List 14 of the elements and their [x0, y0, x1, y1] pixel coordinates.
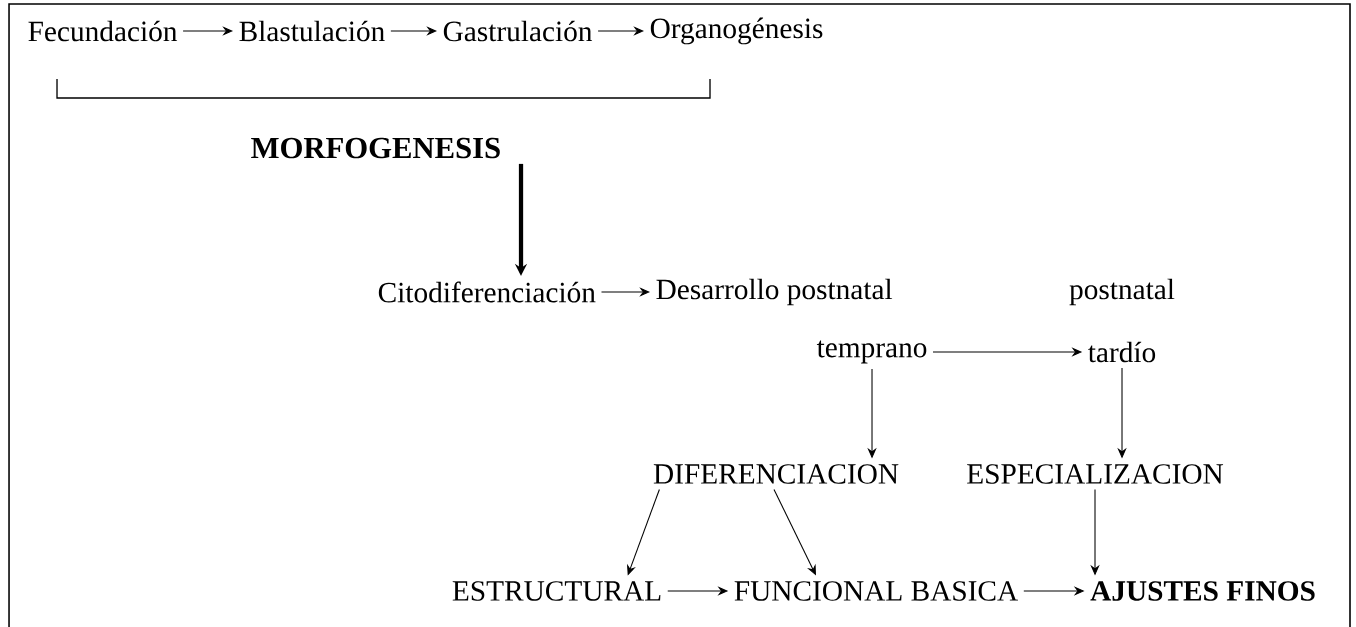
stage-label: Gastrulación: [443, 20, 593, 42]
stage-label: Blastulación: [239, 20, 385, 42]
stage-label: Citodiferenciación: [378, 281, 596, 303]
stage-label: AJUSTES FINOS: [1090, 581, 1315, 601]
stage-label: DIFERENCIACION: [653, 464, 899, 484]
stage-label: temprano: [816, 340, 927, 364]
stage-label: FUNCIONAL BASICA: [734, 581, 1018, 601]
stage-label: ESPECIALIZACION: [967, 464, 1224, 484]
stage-label: postnatal tardío: [1069, 278, 1175, 363]
stage-label: Organogénesis: [650, 17, 823, 45]
stage-label: Fecundación: [28, 20, 178, 42]
stage-label: ESTRUCTURAL: [452, 581, 661, 601]
stage-label: MORFOGENESIS: [251, 137, 500, 159]
stage-label: Desarrollo postnatal: [656, 278, 893, 306]
